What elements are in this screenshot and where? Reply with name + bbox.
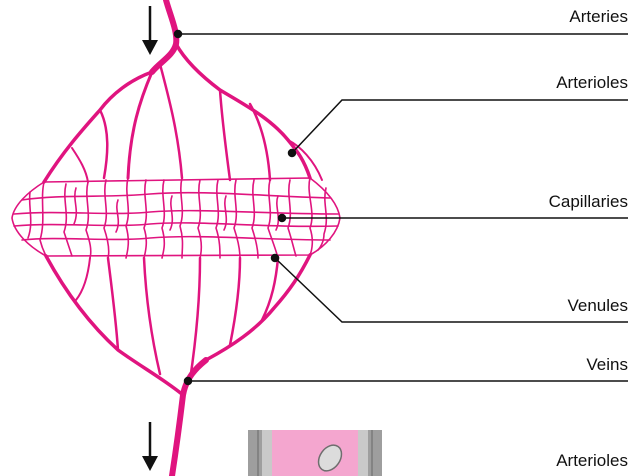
label-arteries: Arteries [569,8,628,25]
veins-leader [185,378,629,385]
arteriole-cross-section [248,430,382,476]
arteries-leader [175,31,629,38]
label-venules: Venules [568,297,629,314]
capillaries-leader [279,215,629,222]
venule-left [46,256,183,395]
arteriole-left [44,72,152,182]
label-arterioles-bottom: Arterioles [556,452,628,469]
label-arterioles: Arterioles [556,74,628,91]
inflow-arrow [142,6,158,55]
artery-trunk [152,0,176,72]
artery-network [44,0,322,182]
label-capillaries: Capillaries [549,193,628,210]
outflow-arrow [142,422,158,471]
label-veins: Veins [586,356,628,373]
arterioles-leader [289,100,629,157]
